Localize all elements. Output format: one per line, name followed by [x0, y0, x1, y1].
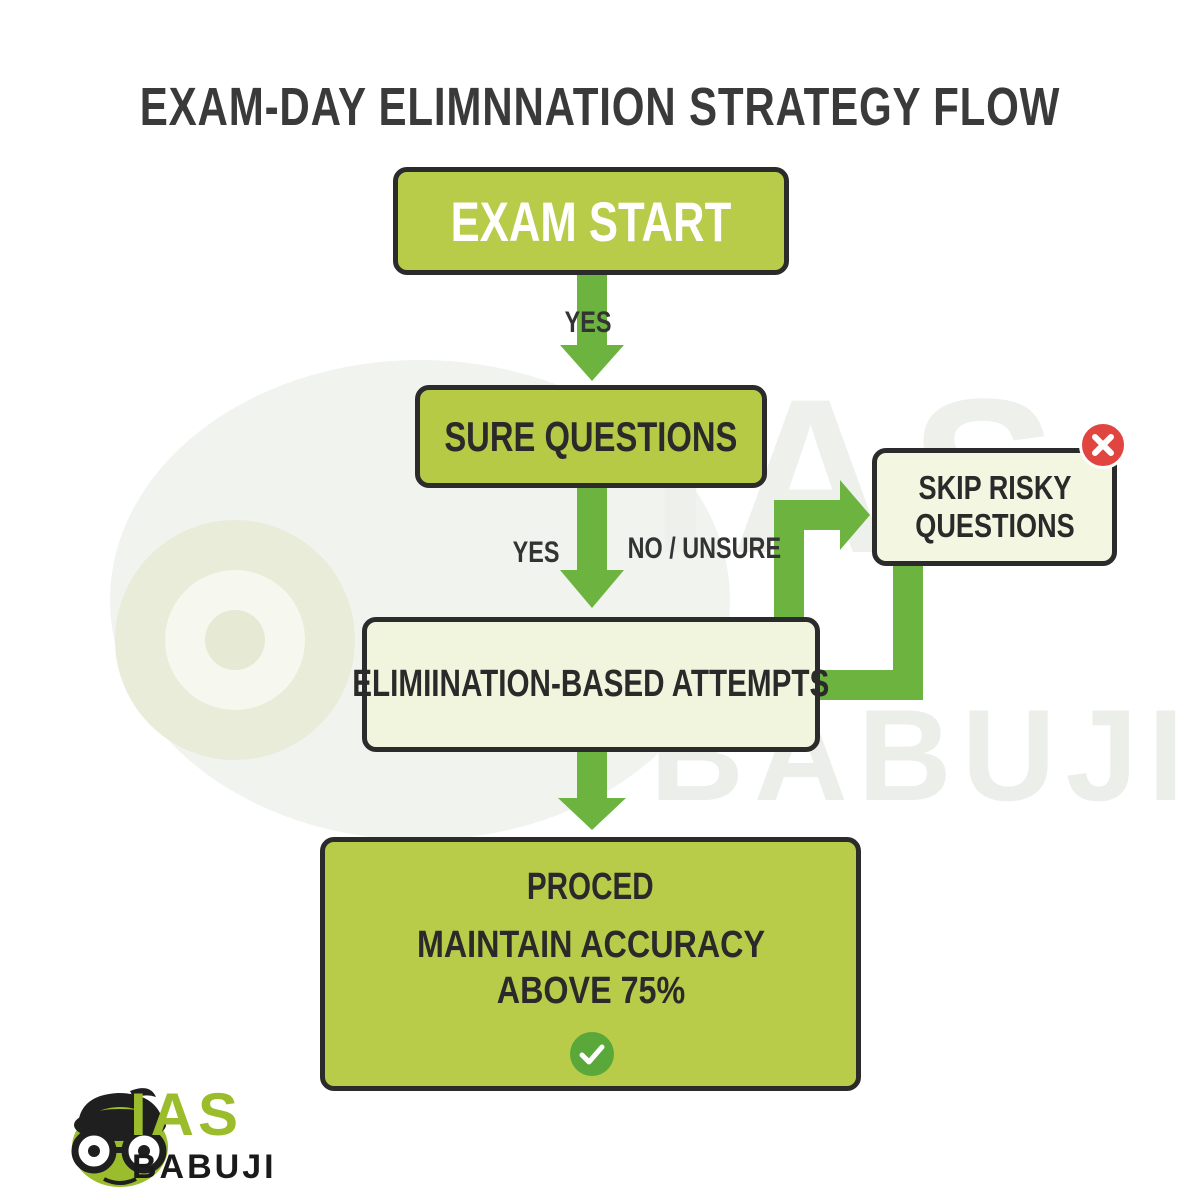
arrowhead-sure-to-elim: [560, 570, 624, 608]
node-elimination-label: ELIMIINATION-BASED ATTEMPTS: [352, 663, 830, 705]
arrow-elim-to-proceed: [577, 752, 607, 802]
arrowhead-start-to-sure: [560, 345, 624, 381]
edge-label-no-unsure: NO / UNSURE: [627, 532, 782, 565]
arrow-start-to-sure: [577, 275, 607, 347]
arrowhead-elim-to-skip: [840, 480, 870, 550]
logo-ias: IAS: [130, 1081, 243, 1148]
arrowhead-elim-to-proceed: [558, 798, 626, 830]
close-icon: [1079, 421, 1127, 469]
logo-babuji: BABUJI: [132, 1148, 277, 1186]
node-proceed-text: MAINTAIN ACCURACY ABOVE 75%: [416, 924, 765, 1012]
node-skip-risky: SKIP RISKY QUESTIONS: [872, 448, 1117, 566]
node-exam-start: EXAM START: [393, 167, 789, 275]
edge-label-yes-1: YES: [564, 306, 612, 339]
arrow-sure-to-elim: [577, 488, 607, 573]
node-skip-risky-label: SKIP RISKY QUESTIONS: [914, 469, 1075, 544]
connector-skip-return-horizontal: [820, 670, 923, 700]
page-title: EXAM-DAY ELIMNNATION STRATEGY FLOW: [139, 77, 1061, 137]
check-icon: [570, 1032, 614, 1076]
edge-label-yes-2: YES: [512, 536, 560, 569]
node-sure-questions: SURE QUESTIONS: [415, 385, 767, 488]
node-proceed-title: PROCED: [527, 866, 654, 908]
logo-mascot: [71, 1088, 168, 1187]
node-sure-questions-label: SURE QUESTIONS: [444, 412, 738, 460]
node-exam-start-label: EXAM START: [450, 189, 732, 253]
node-elimination-attempts: ELIMIINATION-BASED ATTEMPTS: [353, 617, 829, 752]
arrow-elim-to-skip-horizontal: [774, 500, 844, 530]
